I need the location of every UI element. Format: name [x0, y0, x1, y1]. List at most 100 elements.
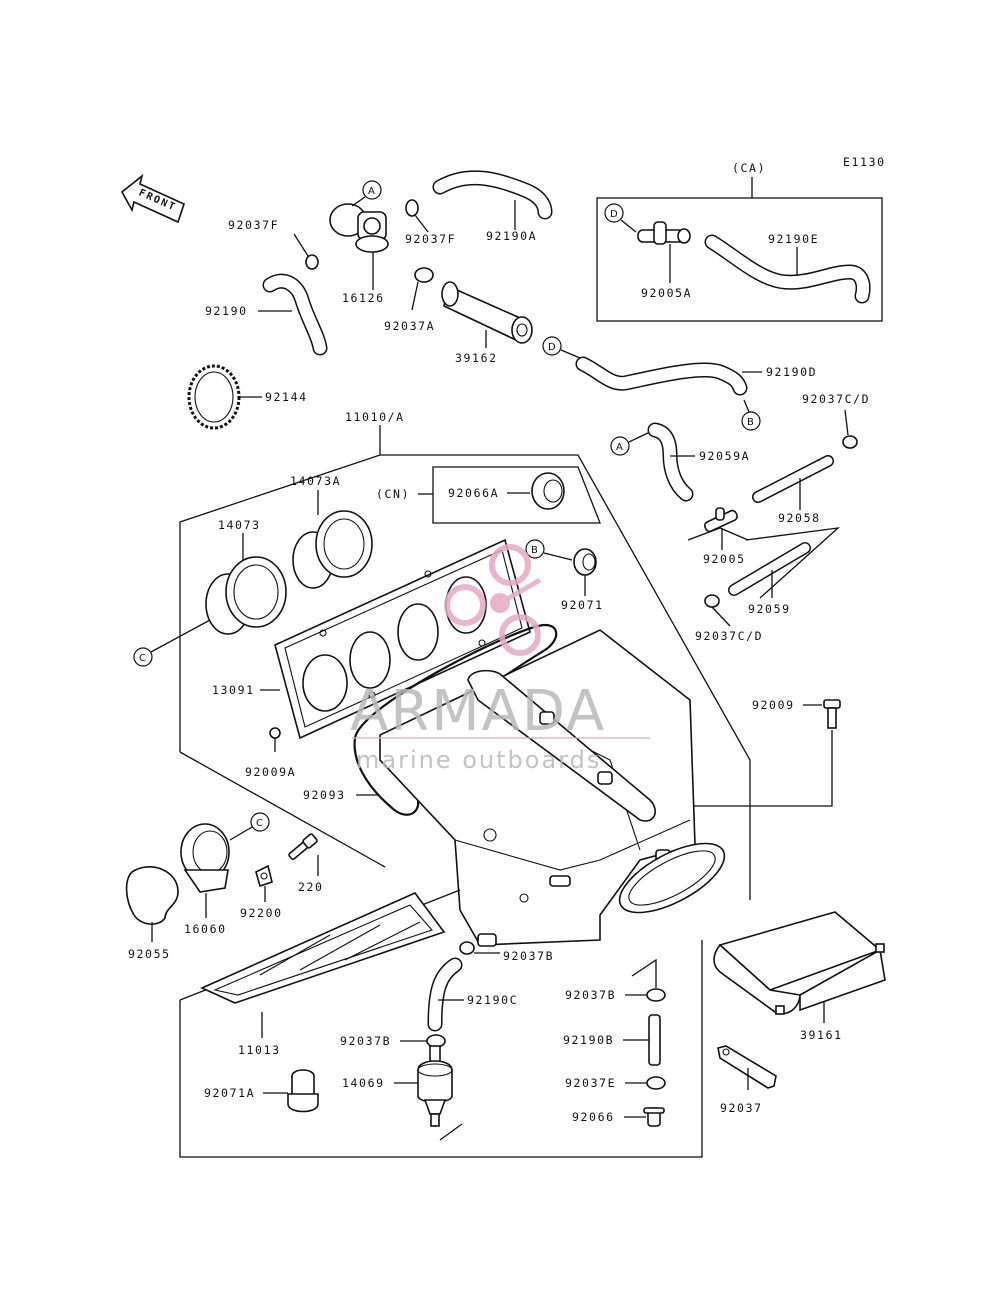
bracket-92037-icon: [717, 1045, 777, 1089]
clamp-92037e-icon: [646, 1076, 666, 1090]
svg-text:D: D: [610, 209, 618, 220]
tube-92190b-icon: [648, 1014, 661, 1066]
label-92037: 92037: [720, 1101, 763, 1115]
screw-220-icon: [288, 833, 318, 860]
svg-text:B: B: [747, 417, 754, 428]
hose-92190e-icon: [704, 234, 871, 304]
tee-joint-92005a-icon: [637, 221, 691, 245]
label-92037e: 92037E: [565, 1076, 616, 1090]
label-92059: 92059: [748, 602, 791, 616]
clamp-92037b-lower-icon: [426, 1034, 446, 1048]
plug-92066-icon: [643, 1107, 665, 1127]
cover-39161-icon: [713, 911, 886, 1015]
label-92190: 92190: [205, 304, 248, 318]
front-arrow-icon: FRONT: [120, 173, 185, 224]
clamp-92037b-center-icon: [646, 988, 666, 1002]
air-filter-39162-icon: [441, 281, 533, 344]
clamp-92037f-left-icon: [305, 254, 319, 270]
callout-c-left: C: [133, 647, 153, 667]
label-92190a: 92190A: [486, 229, 537, 243]
screw-92009a-icon: [269, 727, 281, 752]
tube-92058-icon: [752, 455, 834, 503]
watermark-brand: ARMADA: [350, 679, 606, 744]
label-92200: 92200: [240, 906, 283, 920]
label-14069: 14069: [342, 1076, 385, 1090]
label-92037b-lower: 92037B: [340, 1034, 391, 1048]
washer-92200-icon: [255, 864, 273, 888]
label-92071a: 92071A: [204, 1086, 255, 1100]
label-92037a: 92037A: [384, 319, 435, 333]
bolt-92009-icon: [823, 699, 841, 729]
group-ca-label: (CA): [732, 161, 766, 175]
callout-b-right: B: [741, 411, 761, 431]
callout-b-center: B: [525, 539, 545, 559]
label-92071: 92071: [561, 598, 604, 612]
label-92005: 92005: [703, 552, 746, 566]
label-92144: 92144: [265, 390, 308, 404]
hose-92059a-icon: [647, 422, 694, 502]
label-16060: 16060: [184, 922, 227, 936]
callout-d-mid: D: [542, 336, 562, 356]
clamp-92037cd-bottom-icon: [704, 594, 720, 608]
callout-a-top: A: [362, 180, 382, 200]
air-filter-element-11013-icon: [200, 892, 446, 1004]
label-16126: 16126: [342, 291, 385, 305]
callout-a-right: A: [610, 436, 630, 456]
label-11013: 11013: [238, 1043, 281, 1057]
air-valve-16126-icon: [329, 203, 389, 253]
clamp-92037f-right-icon: [405, 199, 419, 217]
grommet-92071-icon: [573, 548, 597, 576]
svg-text:B: B: [531, 545, 538, 556]
hose-92190c-icon: [427, 957, 463, 1032]
grommet-92071a-icon: [287, 1069, 319, 1113]
label-92005a: 92005A: [641, 286, 692, 300]
funnel-16060-icon: [180, 823, 230, 893]
label-92059a: 92059A: [699, 449, 750, 463]
callout-d-box: D: [604, 203, 624, 223]
label-220: 220: [298, 880, 324, 894]
clamp-92037cd-top-icon: [842, 435, 858, 449]
group-cn-box: [418, 466, 601, 524]
group-ca-box: [596, 177, 883, 322]
ring-92144-icon: [187, 364, 241, 430]
label-39162: 39162: [455, 351, 498, 365]
watermark: ARMADA marine outboards: [350, 544, 650, 774]
svg-text:D: D: [548, 342, 556, 353]
hose-92190-icon: [262, 273, 328, 356]
gasket-92055-icon: [125, 866, 179, 925]
svg-text:A: A: [368, 186, 375, 197]
label-92058: 92058: [778, 511, 821, 525]
hose-92190d-icon: [575, 356, 748, 396]
group-cn-label: (CN): [376, 487, 410, 501]
funnel-14073-icon: [205, 556, 287, 635]
label-92037b-center: 92037B: [565, 988, 616, 1002]
label-14073: 14073: [218, 518, 261, 532]
label-11010a: 11010/A: [345, 410, 405, 424]
label-92009a: 92009A: [245, 765, 296, 779]
air-case-body-icon: [379, 629, 726, 947]
label-92093: 92093: [303, 788, 346, 802]
grommet-92066a-icon: [531, 472, 565, 510]
drawing-code: E1130: [843, 155, 886, 169]
filter-14069-icon: [417, 1045, 453, 1127]
label-14073a: 14073A: [290, 474, 341, 488]
svg-text:A: A: [616, 442, 623, 453]
air-cleaner-case-outline: [179, 425, 751, 900]
svg-text:C: C: [256, 818, 263, 829]
label-92037cd-top: 92037C/D: [802, 392, 870, 406]
label-92066: 92066: [572, 1110, 615, 1124]
label-92190c: 92190C: [467, 993, 518, 1007]
label-92009: 92009: [752, 698, 795, 712]
watermark-tagline: marine outboards: [356, 746, 601, 774]
label-92066a: 92066A: [448, 486, 499, 500]
callout-c-lower: C: [250, 812, 270, 832]
label-92190b: 92190B: [563, 1033, 614, 1047]
label-92037f-right: 92037F: [405, 232, 456, 246]
hose-92190a-icon: [432, 170, 553, 220]
label-92037cd-bottom: 92037C/D: [695, 629, 763, 643]
label-92037f-left: 92037F: [228, 218, 279, 232]
label-92190e: 92190E: [768, 232, 819, 246]
tube-92059-icon: [728, 542, 811, 596]
svg-text:C: C: [139, 653, 146, 664]
